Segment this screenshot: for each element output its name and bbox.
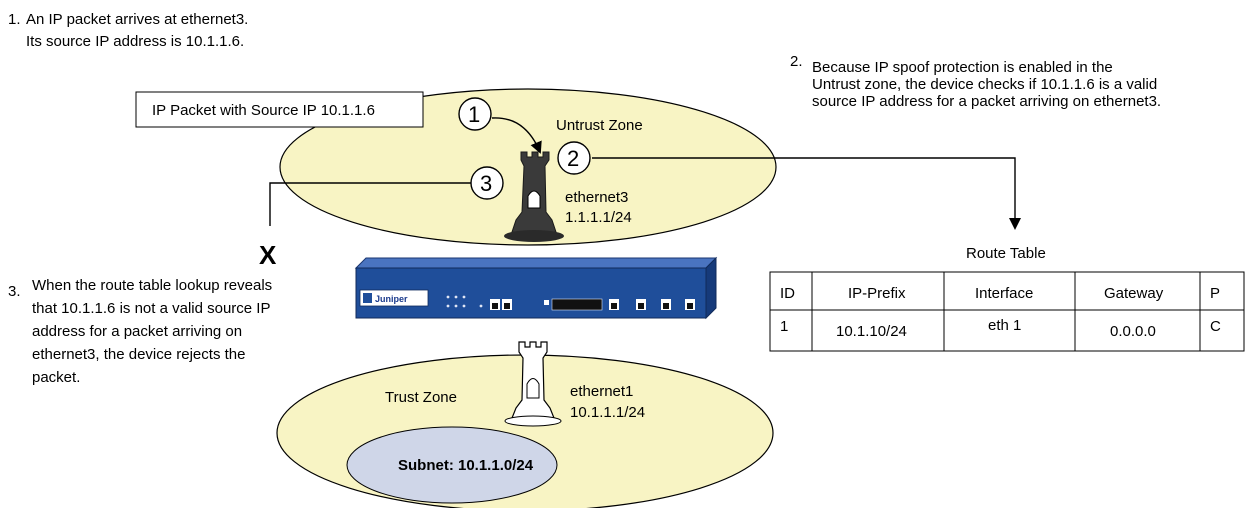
- svg-text:1: 1: [468, 102, 480, 127]
- device-brand-logo: Juniper: [375, 294, 408, 304]
- arrow-route-lookup: [592, 157, 1021, 230]
- castle-tower-icon: [504, 151, 564, 242]
- reject-line: [269, 182, 471, 226]
- note-step1: 1. An IP packet arrives at ethernet3. It…: [8, 11, 248, 50]
- table-cell-p: C: [1210, 318, 1221, 335]
- untrust-zone-label: Untrust Zone: [556, 117, 643, 134]
- table-cell-id: 1: [780, 318, 788, 335]
- table-cell-interface: eth 1: [988, 317, 1021, 334]
- table-header-ip-prefix: IP-Prefix: [848, 285, 906, 302]
- arrow-packet-arrival: [491, 117, 542, 154]
- svg-text:packet.: packet.: [32, 369, 80, 386]
- table-header-gateway: Gateway: [1104, 285, 1164, 302]
- route-table-title: Route Table: [966, 245, 1046, 262]
- svg-text:1.: 1.: [8, 11, 21, 28]
- svg-text:When the route table lookup re: When the route table lookup reveals: [32, 277, 272, 294]
- castle-tower-icon-trust: [504, 341, 562, 427]
- svg-text:ethernet3, the device rejects: ethernet3, the device rejects the: [32, 346, 245, 363]
- table-cell-gateway: 0.0.0.0: [1110, 323, 1156, 340]
- svg-text:2.: 2.: [790, 53, 803, 70]
- trust-zone-label: Trust Zone: [385, 389, 457, 406]
- svg-text:3.: 3.: [8, 283, 21, 300]
- svg-text:Because IP spoof protection is: Because IP spoof protection is enabled i…: [812, 59, 1113, 76]
- svg-text:that 10.1.1.6 is not a valid s: that 10.1.1.6 is not a valid source IP: [32, 300, 270, 317]
- note-step3: 3. When the route table lookup reveals t…: [8, 277, 272, 386]
- svg-text:Untrust zone, the device check: Untrust zone, the device checks if 10.1.…: [812, 76, 1157, 93]
- ethernet3-ip: 1.1.1.1/24: [565, 209, 632, 226]
- ethernet3-label: ethernet3: [565, 189, 628, 206]
- marker-1: 1: [458, 97, 492, 131]
- subnet-zone: [346, 426, 558, 504]
- firewall-appliance-icon: Juniper: [354, 256, 718, 320]
- svg-text:2: 2: [567, 146, 579, 171]
- ethernet1-label: ethernet1: [570, 383, 633, 400]
- svg-text:address for a packet arriving: address for a packet arriving on: [32, 323, 242, 340]
- table-cell-ip-prefix: 10.1.10/24: [836, 323, 907, 340]
- marker-3: 3: [470, 166, 504, 200]
- table-header-interface: Interface: [975, 285, 1033, 302]
- route-table: ID IP-Prefix Interface Gateway P 1 10.1.…: [769, 271, 1245, 352]
- note-step2: 2. Because IP spoof protection is enable…: [790, 53, 1161, 110]
- svg-text:An IP packet arrives at ethern: An IP packet arrives at ethernet3.: [26, 11, 248, 28]
- reject-mark: X: [259, 240, 277, 270]
- ethernet1-ip: 10.1.1.1/24: [570, 404, 645, 421]
- table-header-p: P: [1210, 285, 1220, 302]
- svg-text:source IP address for a packet: source IP address for a packet arriving …: [812, 93, 1161, 110]
- marker-2: 2: [557, 141, 591, 175]
- svg-text:3: 3: [480, 171, 492, 196]
- table-header-id: ID: [780, 285, 795, 302]
- subnet-label: Subnet: 10.1.1.0/24: [398, 457, 534, 474]
- svg-text:IP Packet with Source IP 10.1.: IP Packet with Source IP 10.1.1.6: [152, 102, 375, 119]
- svg-text:Its source IP address is 10.1.: Its source IP address is 10.1.1.6.: [26, 33, 244, 50]
- packet-box: IP Packet with Source IP 10.1.1.6: [135, 91, 424, 128]
